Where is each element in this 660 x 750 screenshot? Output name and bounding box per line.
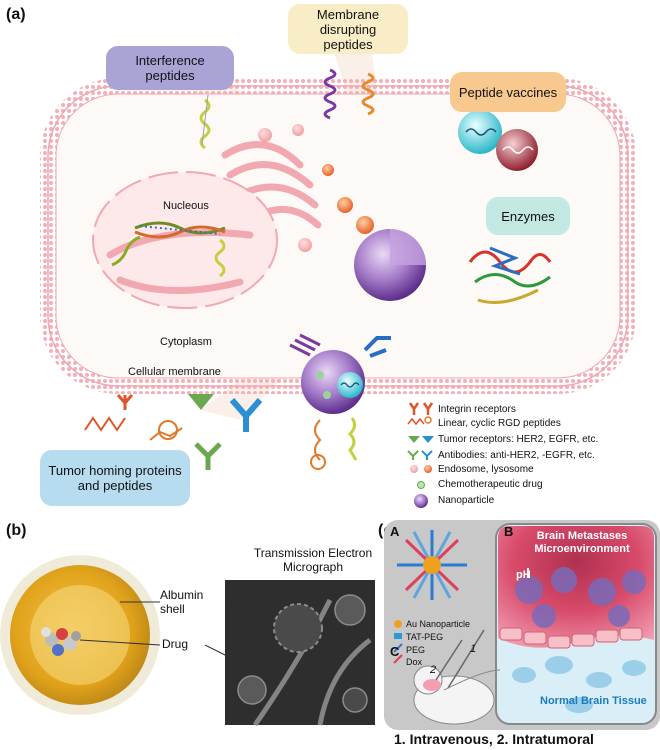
box-membrane-disrupting-peptides: Membrane disrupting peptides — [288, 4, 408, 54]
legend-tat-peg: TAT-PEG — [406, 632, 444, 642]
label-cellular-membrane: Cellular membrane — [128, 366, 221, 378]
nanoparticle-membrane — [289, 333, 391, 470]
interference-peptide-icons — [111, 94, 226, 278]
legend-item: Endosome, lysosome — [438, 464, 534, 475]
box-interference-peptides: Interference peptides — [106, 46, 234, 90]
label-drug: Drug — [162, 637, 189, 651]
legend-item: Linear, cyclic RGD peptides — [438, 418, 561, 429]
panel-a-label: (a) — [6, 6, 26, 23]
sub-label-a: A — [390, 524, 400, 539]
membrane-disrupting-coils — [323, 68, 375, 120]
nucleus — [92, 171, 278, 309]
panel-b-label: (b) — [6, 522, 27, 539]
legend-item: Integrin receptors — [438, 404, 516, 415]
sub-label-b: B — [504, 524, 514, 539]
label-nucleous: Nucleous — [163, 200, 209, 212]
cell-diagram — [40, 40, 636, 508]
legend-item: Chemotherapeutic drug — [438, 479, 543, 490]
legend-item: Tumor receptors: HER2, EGFR, etc. — [438, 434, 599, 445]
enzyme-structure — [468, 246, 552, 304]
tem-title: Transmission Electron Micrograph — [253, 546, 373, 574]
legend-dox: Dox — [406, 657, 423, 667]
ph-label: pH — [516, 569, 531, 581]
drug-molecule — [41, 627, 81, 656]
normal-brain-tissue-label: Normal Brain Tissue — [540, 695, 647, 707]
albumin-nanoparticle-figure — [0, 555, 375, 727]
microenvironment-title: Brain Metastases Microenvironment — [534, 530, 630, 555]
peptide-vaccine-spheres — [458, 110, 538, 171]
legend-icons — [407, 402, 434, 508]
label-albumin-shell: Albumin shell — [160, 588, 204, 616]
legend-item: Antibodies: anti-HER2, -EGFR, etc. — [438, 450, 595, 461]
nanoparticle-center — [354, 229, 426, 301]
au-nanoparticle-star — [397, 530, 467, 600]
brain-metastases-figure — [384, 520, 660, 730]
label-cytoplasm: Cytoplasm — [160, 336, 212, 348]
route-1-label: 1 — [470, 643, 477, 655]
endosome-lysosome-spheres — [258, 124, 374, 252]
box-tumor-homing: Tumor homing proteins and peptides — [40, 450, 190, 506]
legend-au-nanoparticle: Au Nanoparticle — [406, 619, 471, 629]
mouse-illustration — [413, 629, 501, 725]
route-2-label: 2 — [430, 664, 437, 676]
sub-label-c: C — [390, 644, 400, 659]
box-enzymes: Enzymes — [486, 197, 570, 235]
tumor-homing-icons — [84, 394, 263, 470]
box-peptide-vaccines: Peptide vaccines — [450, 72, 566, 112]
legend-peg: PEG — [406, 645, 426, 655]
delivery-routes-caption: 1. Intravenous, 2. Intratumoral — [394, 731, 594, 747]
legend-item: Nanoparticle — [438, 495, 495, 506]
